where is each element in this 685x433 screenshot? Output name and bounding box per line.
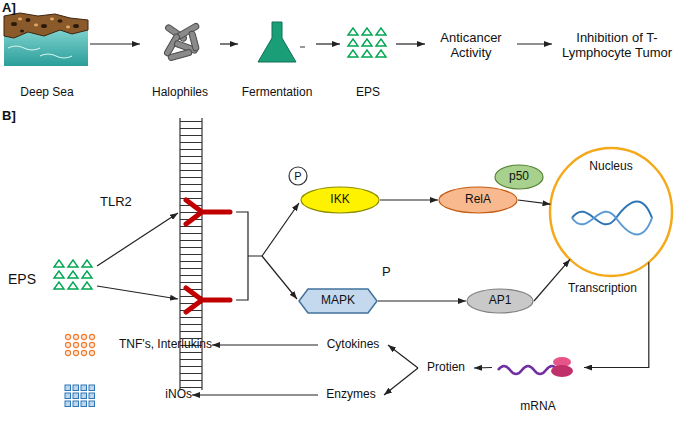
illustration-label: Deep Sea — [4, 12, 90, 100]
outline-ellipse — [289, 167, 307, 185]
outline-ellipse — [439, 187, 517, 213]
flow-arrow — [388, 345, 418, 368]
node-text: mRNA — [520, 400, 555, 414]
node-text: IKK — [330, 193, 349, 207]
outline-ellipse — [495, 165, 543, 189]
node-text: Inhibition of T-Lymphocyte Tumor — [552, 31, 682, 61]
node-text: P — [294, 170, 301, 183]
diagram-label: B] — [2, 108, 16, 123]
illustration-label: Fermentation — [238, 12, 316, 100]
halophile-picture — [163, 22, 199, 61]
flow-arrow — [517, 43, 552, 44]
outline-ellipse — [301, 187, 379, 213]
node-text: Protien — [427, 361, 465, 375]
node-text: AP1 — [489, 294, 512, 308]
flow-arrow — [396, 43, 425, 44]
illustration-label: Halophiles — [140, 12, 220, 100]
output-label: iNOs — [62, 384, 192, 406]
flow-arrow — [384, 368, 418, 395]
diagram-label: A] — [2, 0, 16, 15]
eps-triangles — [346, 26, 388, 59]
flow-arrow — [584, 262, 649, 367]
node-text: Deep Sea — [20, 86, 73, 100]
mrna-label: mRNA — [492, 352, 584, 414]
flow-arrow — [90, 43, 140, 44]
factor-ellipse: AP1 — [466, 288, 534, 314]
flow-arrow — [212, 344, 318, 345]
flow-arrow — [220, 43, 238, 44]
deep-sea-picture — [4, 13, 88, 66]
node-text: RelA — [465, 193, 491, 207]
diagram-label: TLR2 — [100, 194, 132, 209]
node-text: Halophiles — [152, 86, 208, 100]
flask-picture — [258, 22, 305, 62]
flow-arrow — [474, 367, 492, 369]
eps-triangles — [52, 258, 94, 291]
outcome-text: Anticancer Activity — [425, 26, 517, 66]
product-text: Enzymes — [318, 385, 384, 405]
enzyme-icon — [64, 384, 96, 408]
flow-arrow — [380, 199, 438, 200]
node-text: Cytokines — [327, 338, 380, 352]
node-text: EPS — [8, 271, 36, 287]
flow-arrow — [518, 200, 551, 204]
illustration-label: EPS — [340, 12, 396, 100]
node-text: Enzymes — [326, 388, 375, 402]
outline-hexagon — [299, 289, 377, 313]
outcome-text: Inhibition of T-Lymphocyte Tumor — [552, 26, 682, 66]
eps-label: EPS — [8, 262, 98, 296]
node-text: iNOs — [165, 388, 192, 402]
node-text: Nucleus — [576, 160, 646, 174]
nucleus-outline — [550, 148, 672, 276]
node-text: Anticancer Activity — [425, 31, 517, 61]
factor-ellipse: p50 — [494, 164, 544, 190]
signal-arrows — [97, 203, 299, 300]
node-text: Fermentation — [242, 86, 313, 100]
kinase-ellipse: IKK — [300, 186, 380, 214]
outline-ellipse — [467, 289, 533, 313]
flow-arrow — [192, 394, 318, 395]
nucleus-circle: NucleusTranscription — [548, 146, 674, 278]
flow-arrow — [316, 43, 340, 44]
dna-strand — [572, 212, 652, 235]
tlr2-receptor — [186, 200, 230, 312]
cytokine-icon — [64, 333, 96, 357]
phosphate-circle: P — [288, 166, 308, 186]
diagram-label: P — [382, 264, 391, 279]
product-text: Protien — [418, 358, 474, 378]
flow-arrow — [534, 259, 570, 301]
output-label: TNF's, Interlukins — [62, 333, 212, 357]
node-text: EPS — [356, 86, 380, 100]
node-text: TNF's, Interlukins — [119, 338, 212, 352]
flow-arrow — [378, 300, 466, 301]
kinase-hexagon: MAPK — [298, 288, 378, 314]
mrna-picture — [498, 357, 573, 377]
node-text: MAPK — [321, 294, 355, 308]
factor-ellipse: RelA — [438, 186, 518, 214]
node-text: Transcription — [568, 282, 654, 296]
node-text: p50 — [509, 170, 529, 184]
product-text: Cytokines — [318, 335, 388, 355]
